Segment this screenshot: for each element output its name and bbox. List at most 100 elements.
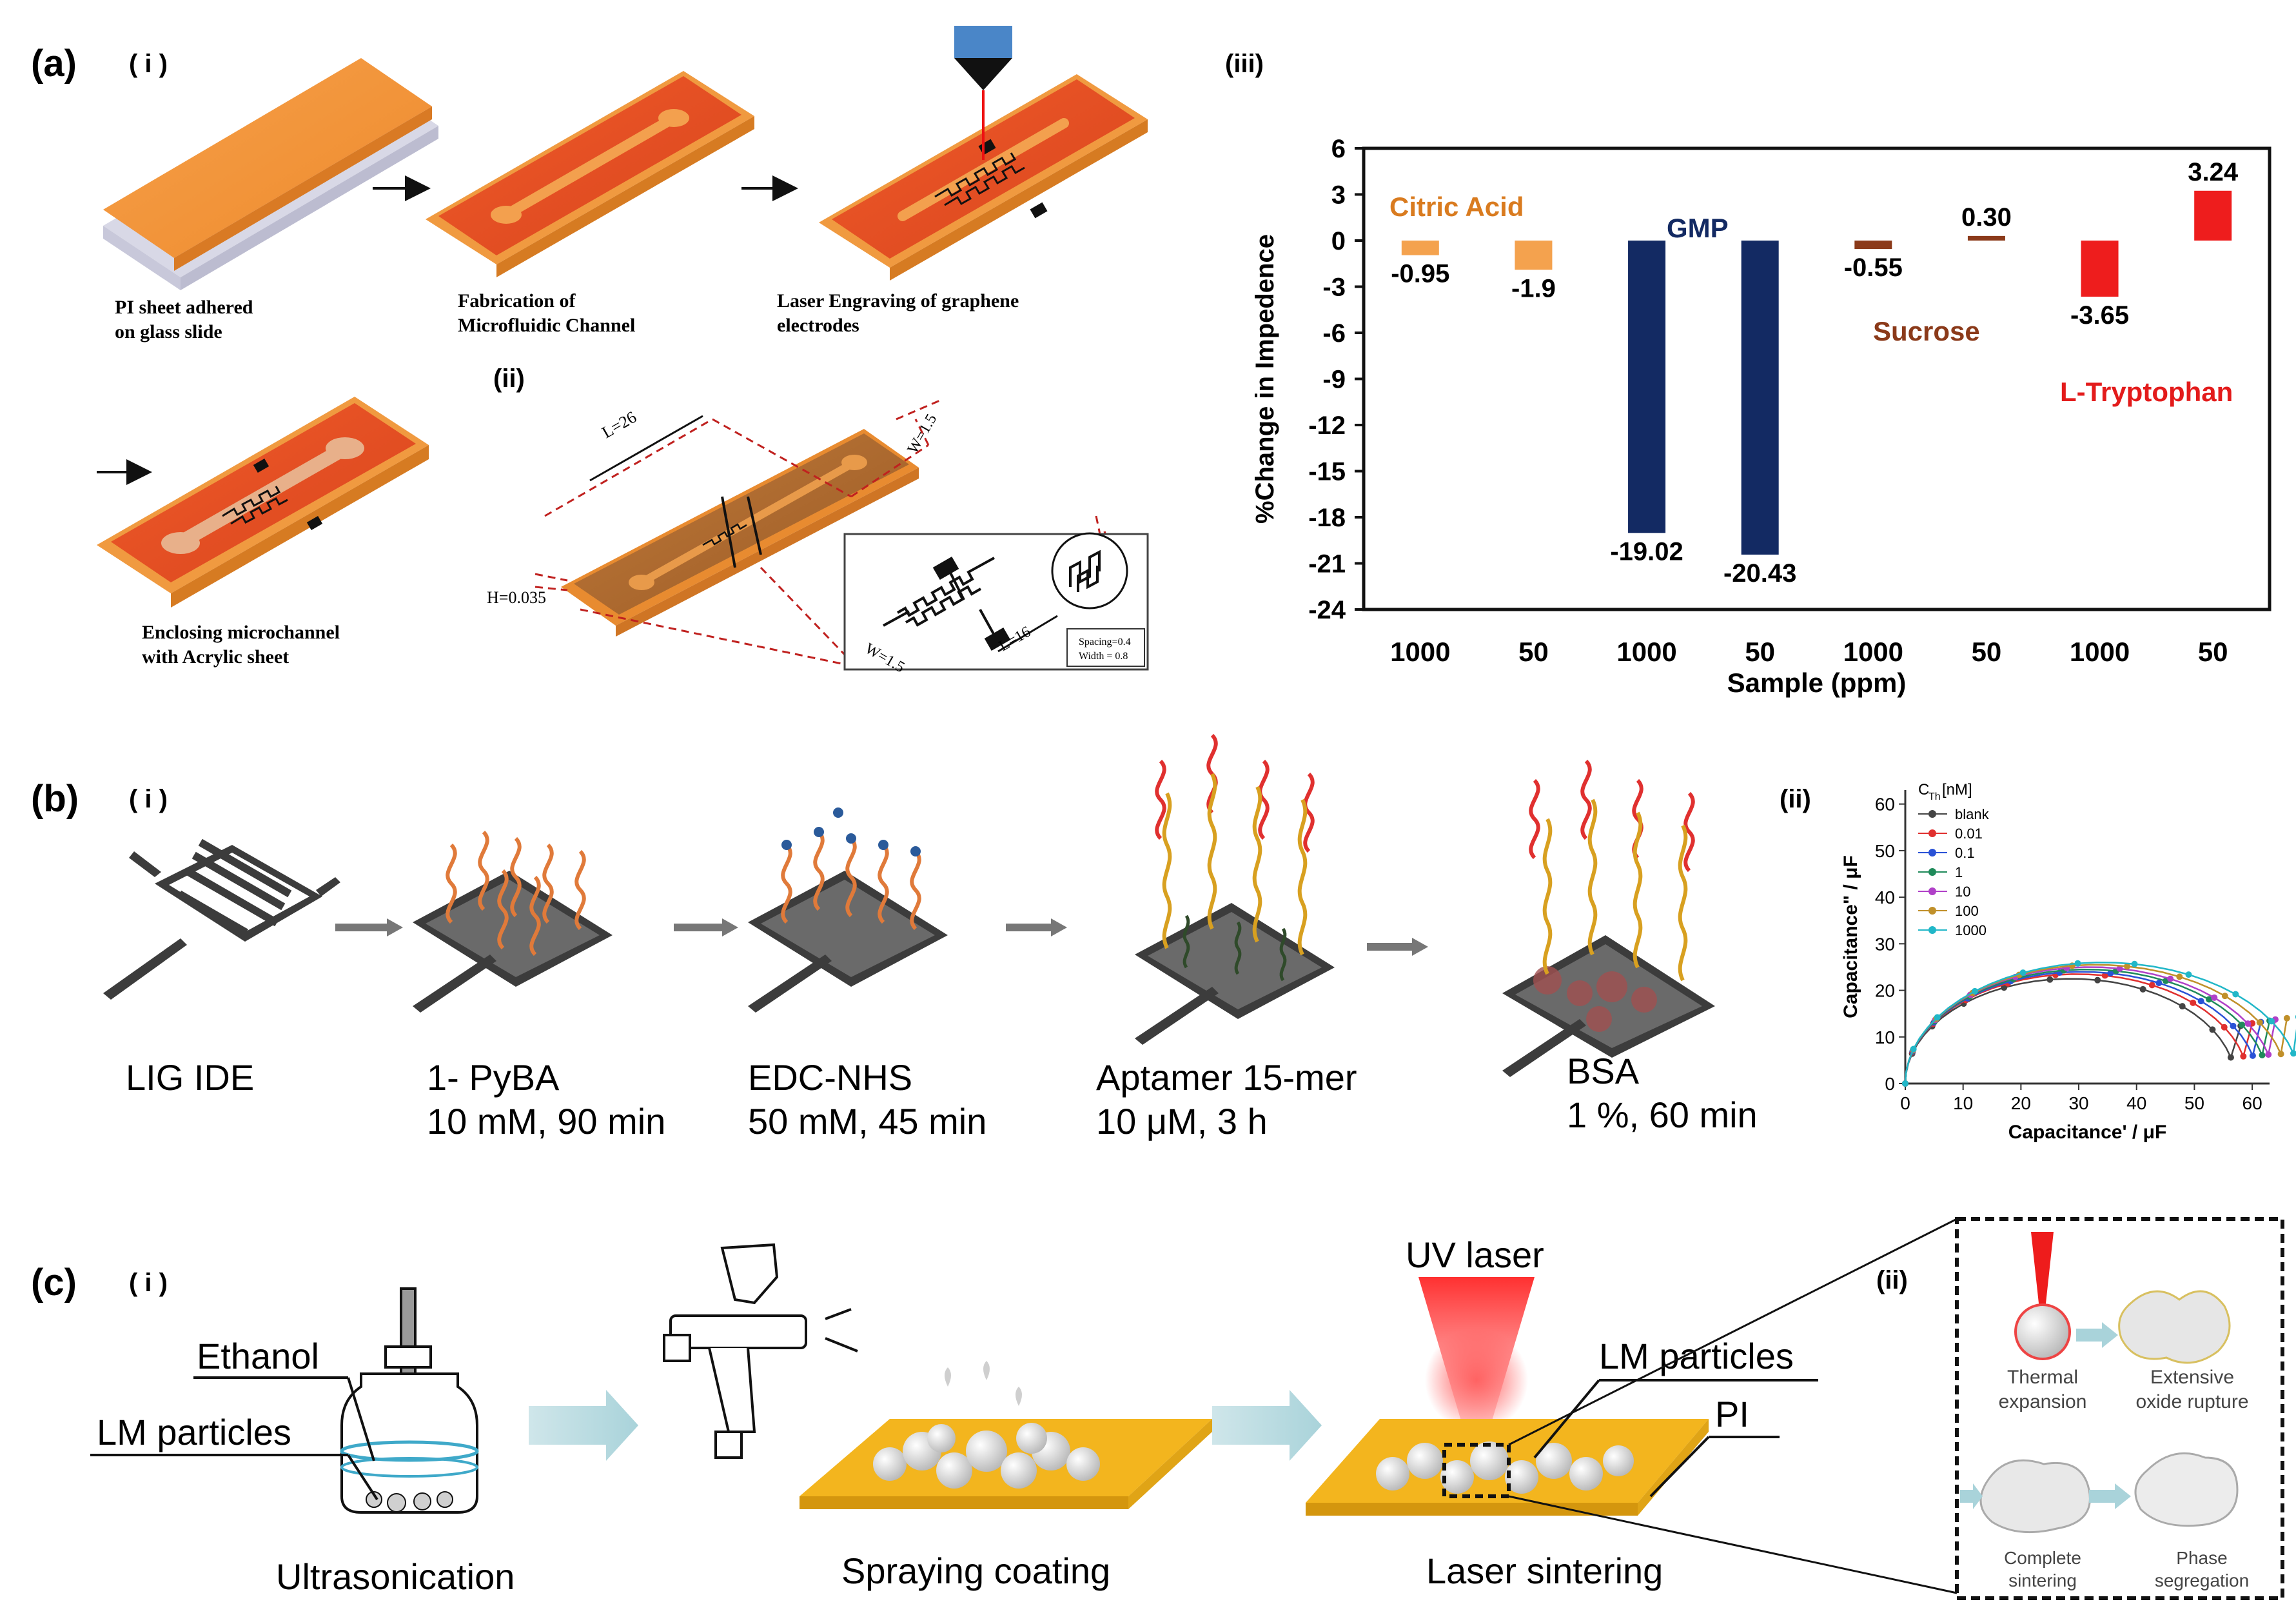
step-b1-line1: LIG IDE [126,1057,254,1098]
data-point [2148,982,2155,989]
y-tick-label: 0 [1331,227,1346,255]
device-dimension-drawing [561,429,919,637]
y-tick-label: -6 [1322,319,1346,348]
dim-H: H=0.035 [487,588,546,607]
step1-caption-line1: PI sheet adhered [115,297,253,318]
legend-title-unit: [nM] [1942,781,1972,798]
spraying-label: Spraying coating [841,1550,1110,1591]
laser-sintering-label: Laser sintering [1426,1550,1663,1591]
spray-gun-icon [663,1243,858,1459]
panel-c-sub-i: ( i ) [129,1269,168,1297]
panel-c-label: (c) [31,1262,77,1303]
y-tick-label: -24 [1308,596,1346,624]
legend-marker [1928,849,1936,857]
impedance-bar-chart: 630-3-6-9-12-15-18-21-24-0.951000-1.950-… [1251,135,2271,698]
x-tick-label: 50 [2198,637,2228,667]
data-label: 3.24 [2188,158,2239,186]
data-point [2259,1051,2266,1058]
step-b2-line2: 10 mM, 90 min [427,1101,665,1142]
x-tick-label: 0 [1900,1093,1910,1113]
data-point [2227,1054,2234,1061]
data-point [2221,993,2228,1000]
panel-a-label: (a) [31,43,77,84]
x-tick-label: 50 [2184,1093,2204,1113]
laser-head [954,26,1012,58]
bar [1967,235,2005,241]
panel-b: (b) ( i ) (ii) [31,733,2296,1143]
legend-marker [1928,907,1936,915]
data-point [2167,975,2174,982]
data-point [2265,1051,2272,1058]
y-tick-label: -9 [1322,366,1346,394]
lm-particles-left-label: LM particles [97,1412,291,1452]
legend-marker [1928,887,1936,895]
data-point [2107,969,2114,976]
legend-entry: blank [1955,806,1990,822]
data-label: -19.02 [1610,537,1683,566]
legend-marker [1928,868,1936,876]
step-b5-line1: BSA [1567,1051,1640,1091]
inset-oxide-2: oxide rupture [2135,1391,2248,1412]
data-point [2283,1015,2290,1022]
data-point [2240,1053,2247,1060]
series-line [1904,978,2242,1084]
ultrasonication-beaker [340,1287,479,1514]
spacing-line2: Width = 0.8 [1079,651,1128,662]
data-point [2221,1024,2228,1031]
y-tick-label: 60 [1875,795,1895,815]
step-b5-line2: 1 %, 60 min [1567,1094,1758,1135]
spray-droplets [945,1361,1022,1406]
data-label: -1.9 [1511,274,1556,302]
legend-title: C [1918,781,1929,798]
data-label: -0.55 [1844,253,1903,282]
data-point [2206,996,2213,1003]
panel-b-sub-i: ( i ) [129,785,168,813]
x-tick-label: 50 [1518,637,1549,667]
data-point [1902,1080,1908,1087]
bsa-electrode [1502,759,1715,1077]
legend-marker [1928,829,1936,837]
data-point [2232,991,2239,998]
data-point [2176,973,2183,980]
y-axis-label: %Change in Impedence [1251,234,1279,524]
data-point [2179,1003,2186,1010]
y-tick-label: -15 [1308,458,1346,486]
spacing-line1: Spacing=0.4 [1079,637,1131,648]
data-point [2211,994,2218,1001]
step2-caption-line2: Microfluidic Channel [458,315,635,336]
x-tick-label: 60 [2242,1093,2262,1113]
laser-sintering-illustration [1306,1277,1709,1516]
panel-a-sub-i: ( i ) [129,50,168,78]
step3-caption-line1: Laser Engraving of graphene [777,290,1019,312]
data-point [2190,999,2197,1006]
step3-caption-line2: electrodes [777,315,859,336]
step-b2-line1: 1- PyBA [427,1057,560,1098]
ethanol-leader-2 [347,1377,375,1461]
data-label: -3.65 [2070,301,2129,330]
panel-a-sub-ii: (ii) [493,364,525,393]
data-point [2074,960,2081,967]
data-point [2019,969,2026,976]
spray-coated-substrate [800,1419,1212,1509]
data-point [2268,1018,2275,1025]
data-point [2239,1021,2246,1028]
enclosed-microchannel-illustration [97,397,429,608]
x-tick-label: 1000 [1843,637,1903,667]
ethanol-label: Ethanol [197,1336,319,1376]
legend-entry: 100 [1955,903,1979,919]
data-label: 0.30 [1961,203,2012,232]
y-tick-label: 30 [1875,934,1895,954]
bar [2081,241,2119,297]
lm-leader-left-2 [347,1454,378,1501]
step-b3-line1: EDC-NHS [748,1057,912,1098]
inset-thermal-2: expansion [1999,1391,2087,1412]
data-point [2290,1050,2296,1057]
x-tick-label: 40 [2126,1093,2146,1113]
y-tick-label: 3 [1331,181,1346,210]
dim-arrow-L26 [589,415,703,482]
arrow-c1 [529,1390,638,1461]
data-point [2131,960,2138,967]
step-b4-line2: 10 μM, 3 h [1096,1101,1268,1142]
data-point [2209,1026,2216,1033]
